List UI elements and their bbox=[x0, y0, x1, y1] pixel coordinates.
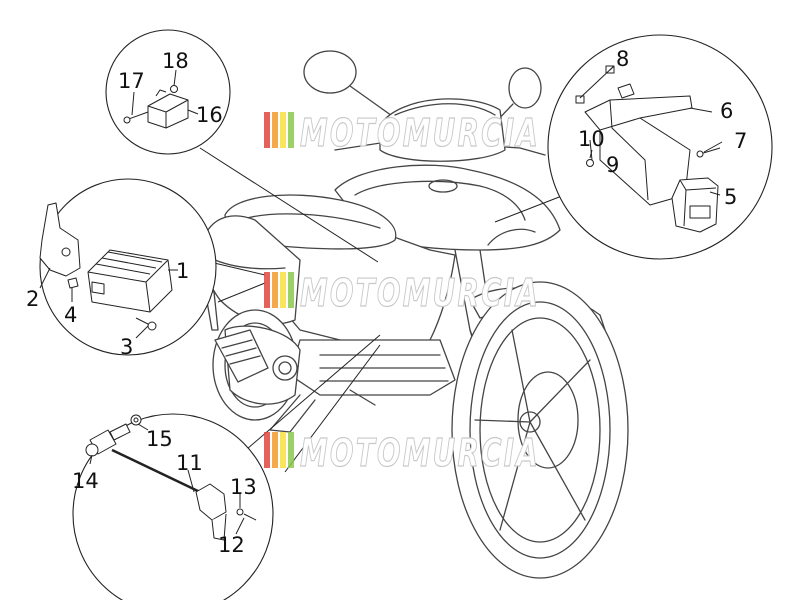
right-mirror bbox=[508, 67, 542, 109]
part-13-12-screw bbox=[236, 508, 257, 521]
callout-6: 6 bbox=[720, 99, 733, 123]
watermark-stripe bbox=[264, 272, 270, 308]
part-16-relay bbox=[147, 89, 189, 129]
headset bbox=[379, 98, 506, 162]
part-2-bracket bbox=[39, 202, 81, 277]
callout-4: 4 bbox=[64, 303, 77, 327]
callout-15: 15 bbox=[146, 427, 173, 451]
center-stand bbox=[269, 394, 316, 433]
watermark-stripe bbox=[288, 432, 294, 468]
left-mirror-stem bbox=[349, 85, 396, 119]
watermark-text: MOTOMURCIA bbox=[300, 111, 540, 155]
front-rim bbox=[469, 301, 611, 559]
callout-8: 8 bbox=[616, 47, 629, 71]
callout-11: 11 bbox=[176, 451, 203, 475]
watermark-stripe bbox=[272, 272, 278, 308]
muffler bbox=[214, 329, 269, 383]
callout-2: 2 bbox=[26, 287, 39, 311]
part-3-screw bbox=[135, 317, 157, 331]
part-number-labels: 1 2 3 4 5 6 7 8 9 10 11 12 13 14 15 16 1… bbox=[26, 47, 747, 557]
part-5-ecu bbox=[671, 177, 719, 233]
leader-bottom-inset bbox=[239, 334, 381, 456]
callout-10: 10 bbox=[578, 127, 605, 151]
inset-sensor-cable bbox=[72, 413, 274, 600]
front-emblem bbox=[428, 179, 458, 193]
watermark-bottom: MOTOMURCIA bbox=[264, 430, 540, 476]
brake-disc bbox=[517, 371, 579, 469]
callout-16: 16 bbox=[196, 103, 223, 127]
part-17-screw bbox=[123, 111, 149, 124]
watermark-stripe bbox=[264, 112, 270, 148]
leader-top-left-inset bbox=[199, 147, 379, 263]
watermark-stripe bbox=[280, 432, 286, 468]
callout-14: 14 bbox=[72, 469, 99, 493]
rear-hub bbox=[272, 355, 298, 381]
watermark-stripe bbox=[288, 112, 294, 148]
watermark-stripe bbox=[280, 272, 286, 308]
watermark-stripe bbox=[272, 432, 278, 468]
part-14-elbow bbox=[85, 429, 117, 457]
callout-5: 5 bbox=[724, 185, 737, 209]
watermark-middle: MOTOMURCIA bbox=[264, 270, 540, 316]
watermark-text: MOTOMURCIA bbox=[300, 431, 540, 475]
callout-1: 1 bbox=[176, 259, 189, 283]
front-tire bbox=[451, 281, 629, 579]
watermark-stripe bbox=[288, 272, 294, 308]
part-4-nut bbox=[67, 277, 79, 289]
inset-parts bbox=[39, 65, 721, 541]
watermark-stripe bbox=[280, 112, 286, 148]
part-1-regulator bbox=[87, 249, 173, 313]
part-7-screw bbox=[696, 147, 721, 158]
watermark-stripe bbox=[264, 432, 270, 468]
callout-17: 17 bbox=[118, 69, 145, 93]
watermark-text: MOTOMURCIA bbox=[300, 271, 540, 315]
left-mirror bbox=[303, 50, 357, 94]
front-spokes bbox=[474, 329, 591, 531]
part-11-cable-and-sensor bbox=[111, 448, 227, 541]
callout-3: 3 bbox=[120, 335, 133, 359]
leader-left-inset bbox=[209, 261, 266, 276]
callout-leaders bbox=[39, 65, 723, 535]
part-18-washer bbox=[170, 85, 178, 93]
watermark-stripe bbox=[272, 112, 278, 148]
part-15-fittings bbox=[109, 414, 142, 441]
watermark-top: MOTOMURCIA bbox=[264, 110, 540, 156]
part-6-bracket bbox=[584, 95, 693, 206]
callout-12: 12 bbox=[218, 533, 245, 557]
callout-7: 7 bbox=[734, 129, 747, 153]
callout-18: 18 bbox=[162, 49, 189, 73]
inset-relay bbox=[105, 29, 231, 155]
part-10-9-fasteners bbox=[586, 139, 594, 167]
callout-9: 9 bbox=[606, 153, 619, 177]
callout-13: 13 bbox=[230, 475, 257, 499]
